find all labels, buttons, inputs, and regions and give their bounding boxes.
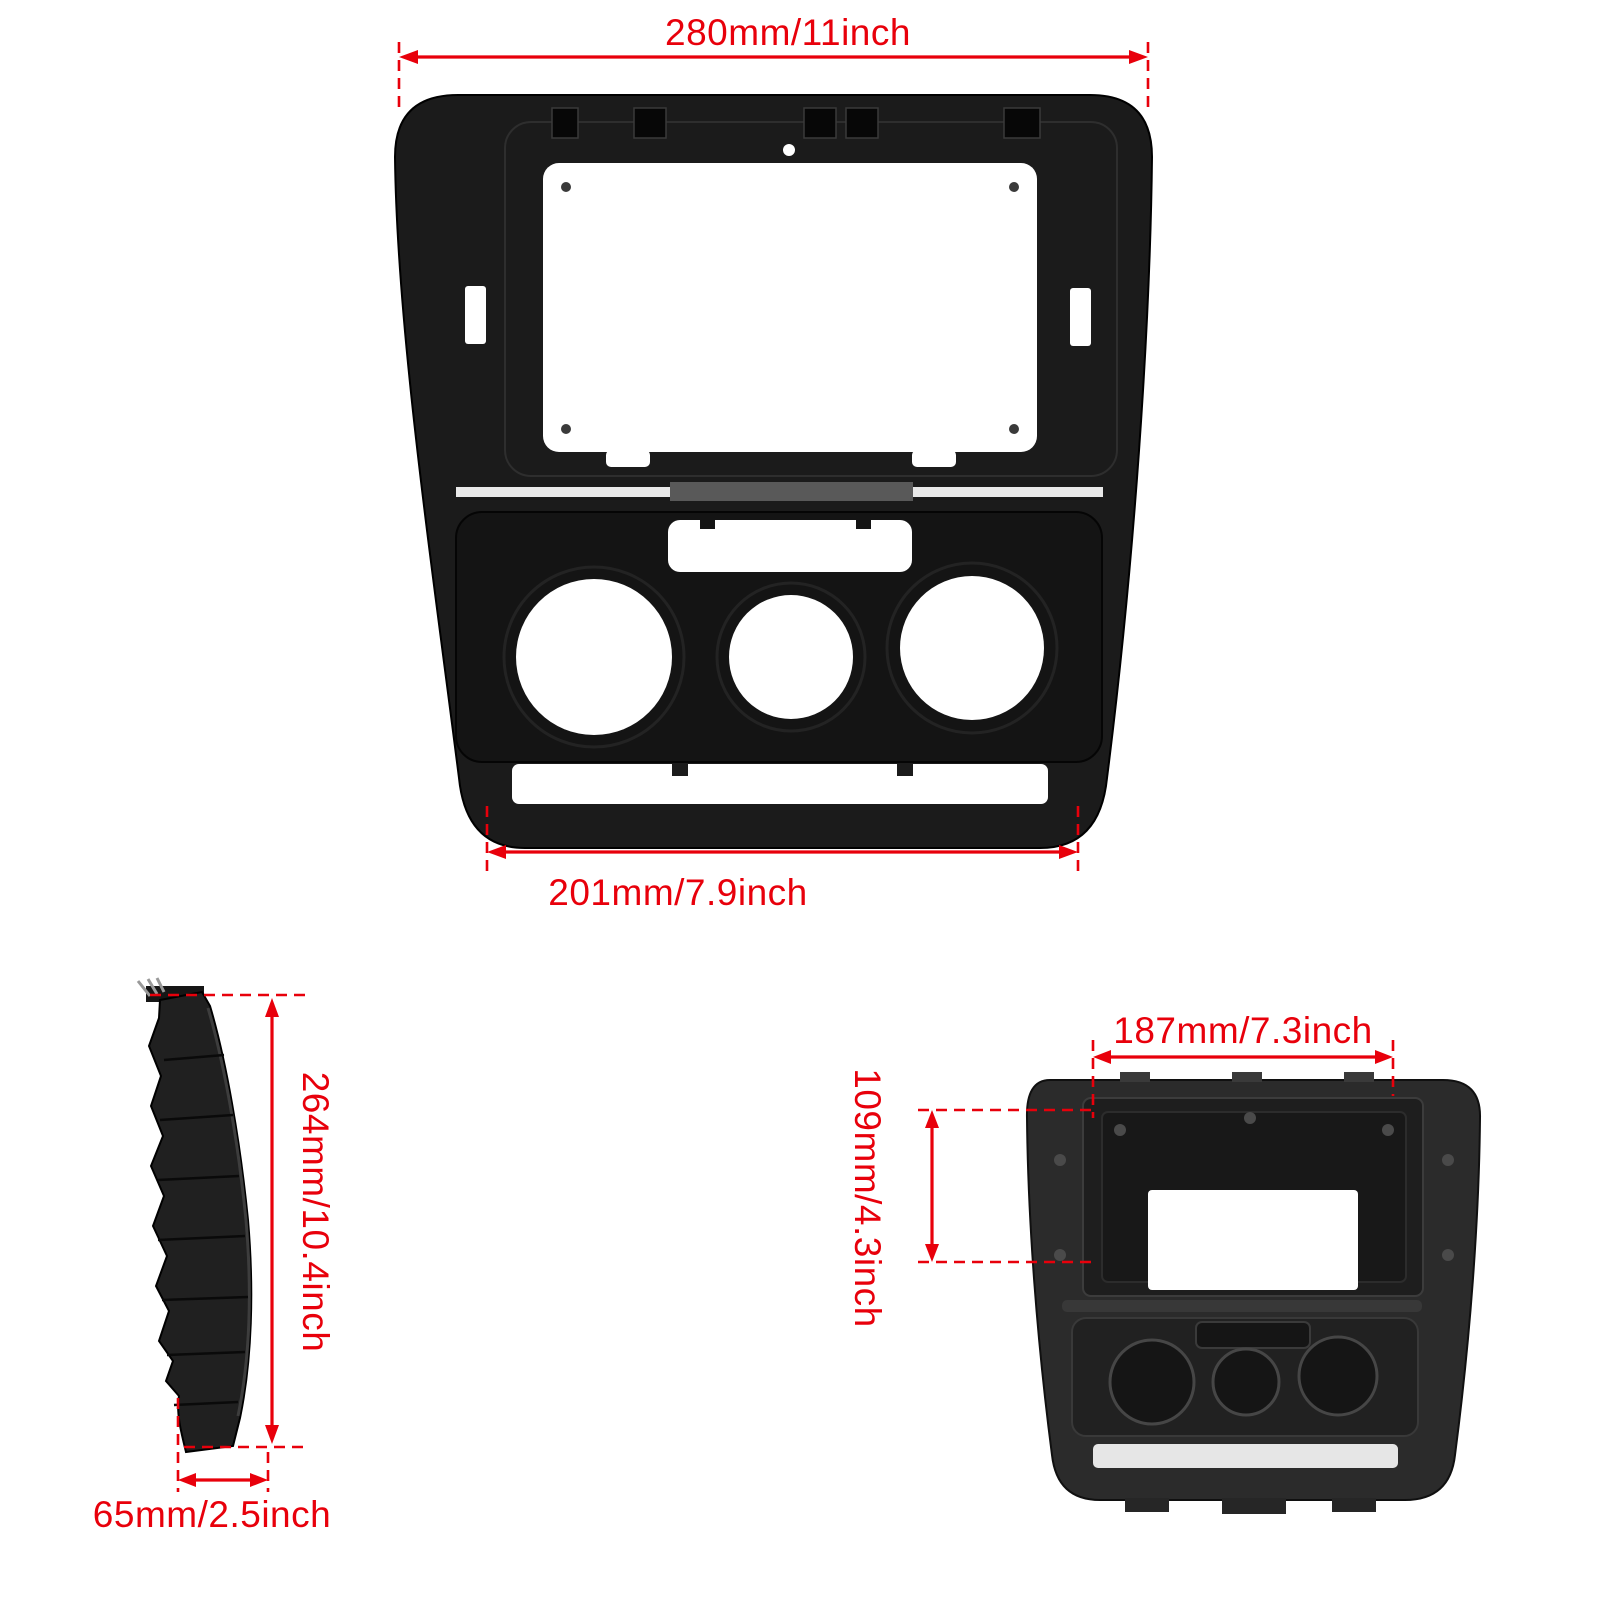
dimension-rear-height [918,1108,1092,1264]
bottom-slot [512,764,1048,804]
side-bracket-view [136,977,253,1454]
dim-label-side-height: 264mm/10.4inch [295,1071,336,1353]
top-center-hole [783,144,795,156]
dim-label-rear-width: 187mm/7.3inch [1113,1010,1373,1051]
screw-holes [561,182,1019,434]
dimension-front-bottom-width [485,806,1080,872]
knob-hole-center [729,595,853,719]
dim-label-side-depth: 65mm/2.5inch [92,1494,332,1535]
side-bracket-body [147,990,253,1454]
screen-opening [543,163,1037,452]
screen-bottom-notch-left [606,450,650,467]
silver-trim-strip [456,482,1103,501]
side-cutout-left [465,286,486,344]
top-clip-cutouts [551,107,1041,139]
knob-hole-left [516,579,672,735]
rear-screen-opening [1148,1190,1358,1290]
bracket-pins [136,977,166,997]
rear-top-clips [1120,1072,1374,1082]
climate-display-slot [668,520,912,572]
dim-label-front-top-width: 280mm/11inch [665,12,911,53]
dim-label-rear-height: 109mm/4.3inch [847,1068,888,1328]
rear-screw-bosses [1054,1112,1454,1261]
screen-bottom-notch-right [912,450,956,467]
front-fascia-view [393,94,1154,849]
rear-bottom-slot [1093,1444,1398,1468]
knob-hole-right [900,576,1044,720]
climate-panel [455,511,1103,763]
side-cutout-right [1070,288,1091,346]
dimension-rear-width [1091,1040,1395,1118]
rear-fascia-view [1025,1072,1482,1514]
rear-bottom-tabs [1125,1498,1376,1514]
dimension-side-depth [176,1398,270,1492]
dimension-front-top-width [397,42,1150,112]
dimension-side-height [150,993,306,1449]
bracket-ribs [157,1053,249,1407]
rear-climate-panel [1071,1317,1419,1437]
dim-label-front-bottom-width: 201mm/7.9inch [548,872,808,913]
